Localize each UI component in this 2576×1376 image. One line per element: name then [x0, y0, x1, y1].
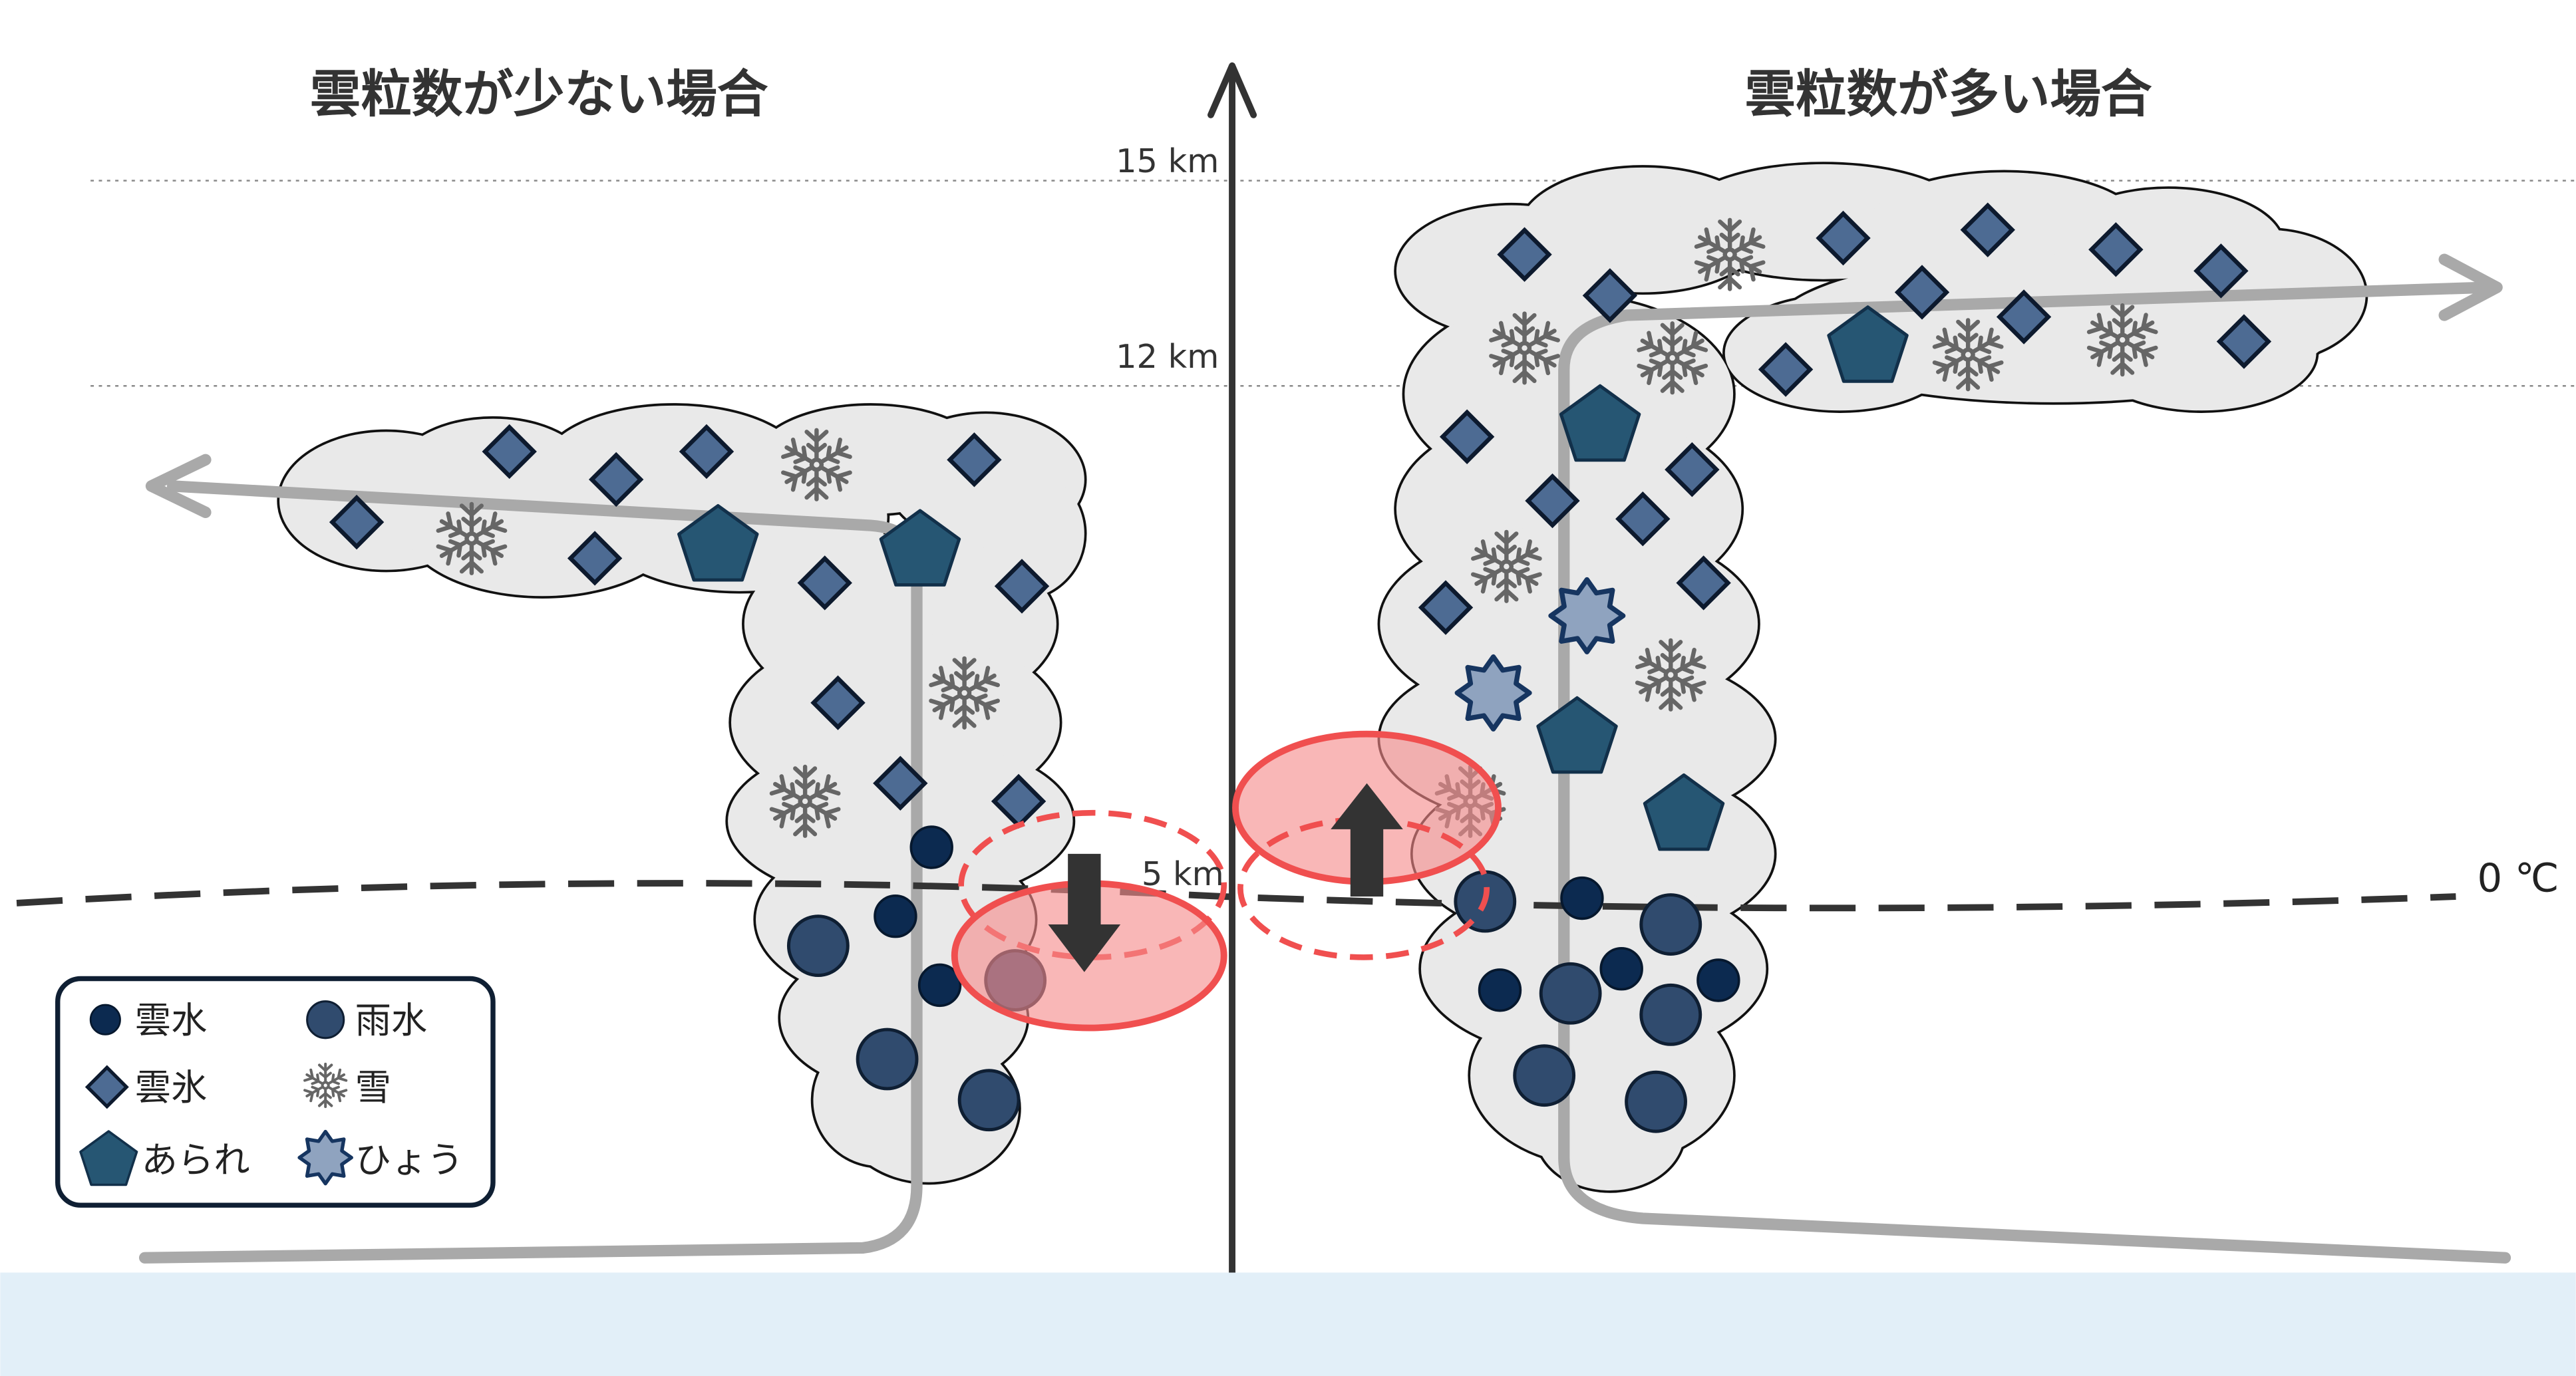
legend-box	[55, 976, 496, 1208]
rain-drop	[1641, 895, 1700, 954]
flow-left-arrowhead	[145, 454, 212, 518]
freezing-level-label: 0 ℃	[2478, 855, 2559, 901]
title-few-droplets: 雲粒数が少ない場合	[310, 65, 768, 124]
rain-drop	[1641, 985, 1700, 1044]
legend: 雲水 雨水 雲氷 雪 あられ ひょう	[55, 976, 496, 1208]
freezing-level-line	[16, 880, 2456, 912]
hail-particle	[1551, 580, 1623, 652]
rain-drop	[788, 916, 848, 976]
large-circle-icon	[306, 1000, 345, 1039]
rain-drop	[1541, 964, 1600, 1023]
left-region-shift	[951, 809, 1227, 1032]
cloud-water-droplet	[1696, 958, 1740, 1002]
right-region-shift	[1232, 730, 1502, 960]
altitude-label-12km: 12 km	[1116, 337, 1219, 376]
legend-label-cloud-ice: 雲氷	[135, 1067, 208, 1109]
cloud-water-droplet	[1599, 946, 1643, 991]
down-arrow-icon	[1048, 853, 1121, 972]
legend-label-snow: 雪	[355, 1067, 391, 1109]
legend-item-cloud-water: 雲水	[89, 1000, 208, 1041]
right-region-previous	[1237, 816, 1490, 960]
eight-point-star-icon	[299, 1132, 351, 1184]
legend-item-hail: ひょう	[299, 1132, 464, 1184]
rain-drop	[1515, 1046, 1574, 1105]
cloud-water-droplet	[909, 825, 953, 869]
hail-particle	[1457, 657, 1530, 730]
cloud-water-droplet	[1478, 968, 1522, 1012]
altitude-axis-arrowhead	[1208, 62, 1257, 118]
cloud-water-droplet	[874, 894, 917, 938]
rain-drop	[858, 1030, 917, 1089]
legend-item-graupel: あられ	[79, 1130, 250, 1186]
altitude-label-5km: 5 km	[1142, 855, 1224, 893]
up-arrow-icon	[1331, 783, 1403, 897]
altitude-label-15km: 15 km	[1116, 142, 1219, 180]
flow-right-path	[1558, 281, 2511, 1264]
legend-label-rain-water: 雨水	[355, 1000, 428, 1041]
cloud-water-droplet	[1560, 876, 1604, 920]
legend-label-graupel: あられ	[142, 1139, 250, 1181]
legend-label-hail: ひょう	[355, 1139, 464, 1181]
title-many-droplets: 雲粒数が多い場合	[1744, 65, 2152, 124]
legend-label-cloud-water: 雲水	[135, 1000, 208, 1041]
small-circle-icon	[89, 1004, 121, 1035]
flow-right-arrowhead	[2438, 253, 2503, 321]
legend-item-snow: 雪	[304, 1064, 391, 1109]
rain-drop	[1627, 1072, 1686, 1131]
flow-right	[1558, 253, 2511, 1264]
rain-drop	[959, 1071, 1019, 1130]
legend-item-rain-water: 雨水	[306, 1000, 428, 1041]
bottom-band	[0, 1272, 2576, 1376]
legend-item-cloud-ice: 雲氷	[87, 1067, 207, 1109]
